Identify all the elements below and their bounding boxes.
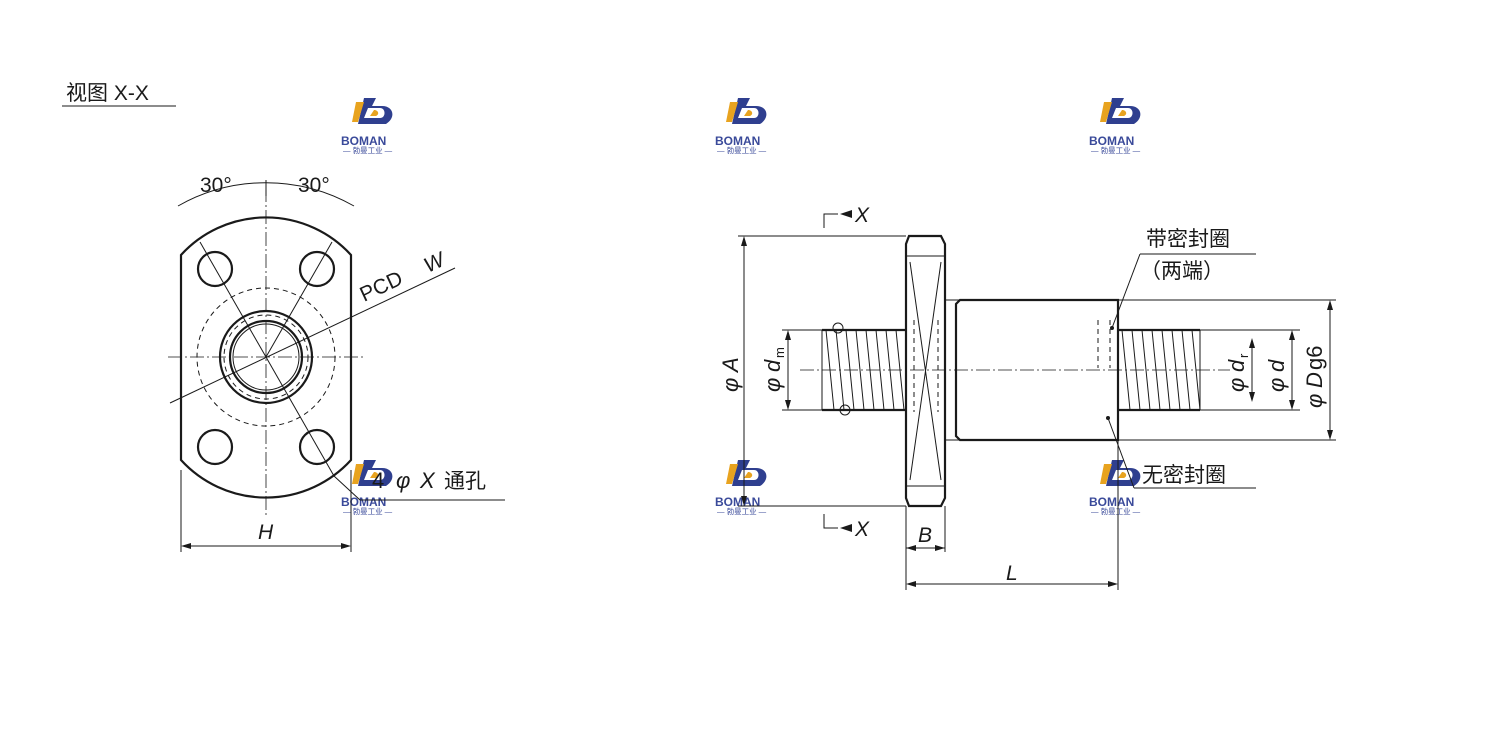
- seal-with-note: （两端）: [1140, 260, 1224, 283]
- holes-phi: φ: [396, 468, 410, 493]
- view-title: 视图 X-X: [66, 82, 149, 105]
- len-l-label: L: [1006, 562, 1018, 585]
- bore-thread: [232, 323, 300, 391]
- boman-logo-6: BOMAN — 勃曼工业 —: [1089, 460, 1141, 516]
- dim-dm-sub: m: [772, 347, 787, 358]
- holes-count: 4: [372, 468, 384, 493]
- len-b-label: B: [918, 524, 932, 547]
- seal-with-label: 带密封圈: [1146, 228, 1230, 251]
- dim-d-phi: φ: [1264, 378, 1289, 392]
- dim-dm-phi: φ: [760, 378, 785, 392]
- inner-dashed-circle: [223, 314, 309, 400]
- pcd-label: PCD: [356, 267, 406, 307]
- front-view: 30° 30° PCD W 4 φ X 通孔 H: [168, 174, 505, 552]
- section-mark-bottom-bracket: [823, 514, 838, 529]
- bore-outer: [218, 309, 314, 405]
- logo-sub-1: — 勃曼工业 —: [343, 145, 393, 155]
- seal-without-leader: [1107, 417, 1135, 489]
- radial-line-right: [265, 241, 333, 358]
- holes-var: X: [419, 468, 436, 493]
- flange-outline: [179, 216, 353, 499]
- dim-D-phi: φ: [1302, 394, 1327, 408]
- logo-brand-3: BOMAN: [1089, 134, 1134, 148]
- pcd-leader: [169, 267, 456, 404]
- logo-sub-6: — 勃曼工业 —: [1091, 506, 1141, 516]
- pcd-var: W: [420, 247, 450, 277]
- boman-logo-3: BOMAN — 勃曼工业 —: [1089, 98, 1141, 155]
- boman-logo-5: BOMAN — 勃曼工业 —: [715, 460, 767, 516]
- dim-d-label: d: [1264, 359, 1289, 372]
- logo-sub-4: — 勃曼工业 —: [343, 506, 393, 516]
- logo-sub-3: — 勃曼工业 —: [1091, 145, 1141, 155]
- side-view: X X: [718, 204, 1336, 590]
- pcd-circle: [196, 287, 336, 427]
- dim-dr-sub: r: [1236, 353, 1251, 358]
- dim-dm-label: d: [760, 359, 785, 372]
- section-mark-top: X: [854, 204, 870, 227]
- boman-logo-4: BOMAN — 勃曼工业 —: [341, 460, 393, 516]
- logo-brand-4: BOMAN: [341, 495, 386, 509]
- seal-with-leader: [1111, 253, 1141, 329]
- dim-a-phi: φ: [718, 378, 743, 392]
- radial-line-bottom-right: [265, 356, 335, 477]
- section-mark-top-bracket: [823, 213, 838, 228]
- dim-D-tol: g6: [1302, 346, 1327, 370]
- bolt-hole-bottom-left: [196, 428, 234, 466]
- right-screw-thread: [1118, 328, 1201, 412]
- left-screw-thread: [821, 322, 906, 416]
- logo-brand-2: BOMAN: [715, 134, 760, 148]
- radial-line-left: [199, 241, 267, 358]
- dim-dr-phi: φ: [1224, 378, 1249, 392]
- logo-brand-6: BOMAN: [1089, 495, 1134, 509]
- dim-D-label: D: [1302, 372, 1327, 388]
- holes-suffix: 通孔: [444, 470, 486, 493]
- width-h-label: H: [258, 521, 274, 544]
- dim-a-label: A: [718, 357, 743, 374]
- dim-dr-label: d: [1224, 359, 1249, 372]
- hidden-lines: [913, 320, 1111, 412]
- holes-leader: [333, 475, 361, 501]
- section-mark-bottom: X: [854, 518, 870, 541]
- logo-sub-2: — 勃曼工业 —: [717, 145, 767, 155]
- bore-inner: [228, 319, 304, 395]
- boman-logo-1: BOMAN — 勃曼工业 —: [341, 98, 393, 155]
- bolt-hole-top-left: [196, 250, 234, 288]
- angle-left-label: 30°: [200, 174, 232, 197]
- angle-right-label: 30°: [298, 174, 330, 197]
- boman-logo-2: BOMAN — 勃曼工业 —: [715, 98, 767, 155]
- seal-without-label: 无密封圈: [1142, 464, 1226, 487]
- flange-side: [904, 234, 947, 508]
- logo-brand-1: BOMAN: [341, 134, 386, 148]
- bolt-hole-top-right: [298, 250, 336, 288]
- bolt-hole-bottom-right: [298, 428, 336, 466]
- logo-sub-5: — 勃曼工业 —: [717, 506, 767, 516]
